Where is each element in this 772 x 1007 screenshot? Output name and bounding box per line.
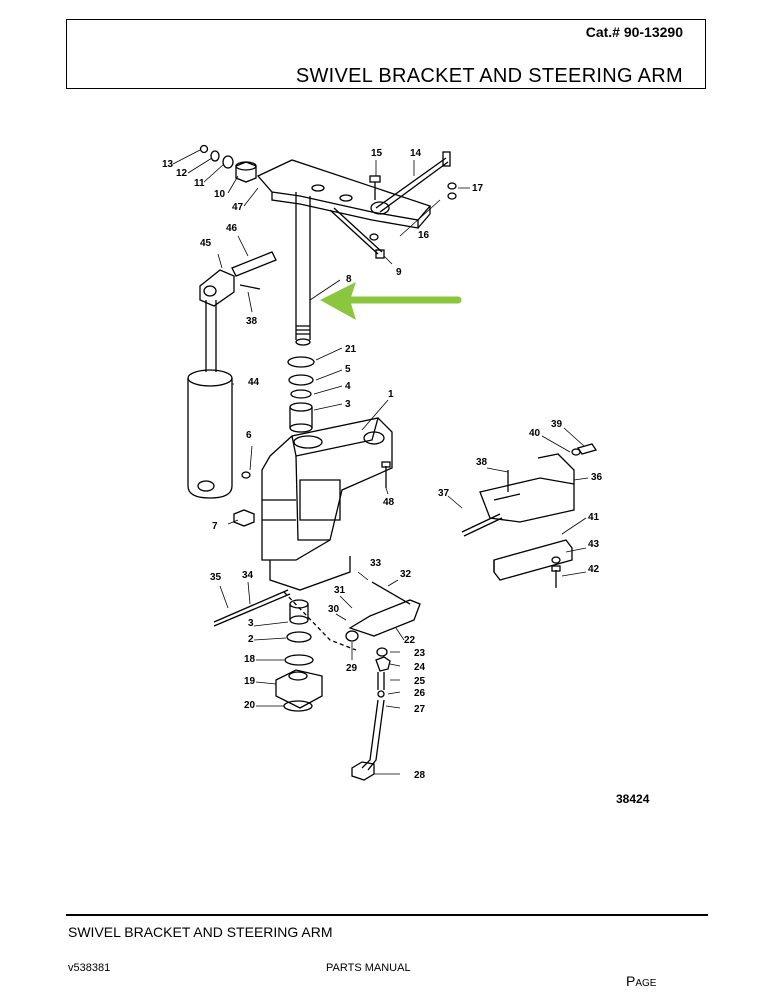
svg-text:18: 18 (244, 654, 256, 665)
svg-text:25: 25 (414, 676, 426, 687)
swivel-bracket (261, 417, 393, 561)
svg-text:29: 29 (346, 663, 358, 674)
svg-text:6: 6 (246, 430, 252, 441)
figure-number: 38424 (616, 792, 650, 806)
svg-text:22: 22 (404, 635, 416, 646)
svg-text:9: 9 (396, 267, 402, 278)
svg-text:16: 16 (418, 230, 430, 241)
footer-divider (66, 914, 708, 916)
svg-text:17: 17 (472, 183, 484, 194)
svg-text:7: 7 (212, 521, 218, 532)
svg-text:19: 19 (244, 676, 256, 687)
document-id: v538381 (68, 962, 111, 974)
svg-text:3: 3 (248, 618, 254, 629)
catalog-number: Cat.# 90-13290 (585, 24, 683, 40)
svg-text:11: 11 (194, 178, 205, 189)
svg-text:13: 13 (162, 159, 174, 170)
svg-text:38: 38 (246, 316, 258, 327)
header-box: Cat.# 90-13290 SWIVEL BRACKET AND STEERI… (66, 19, 706, 89)
svg-text:37: 37 (438, 488, 450, 499)
svg-text:8: 8 (346, 274, 352, 285)
manual-name: PARTS MANUAL (326, 962, 411, 974)
washer-12 (210, 150, 220, 162)
svg-text:39: 39 (551, 419, 563, 430)
svg-text:38: 38 (476, 457, 488, 468)
svg-text:35: 35 (210, 572, 222, 583)
svg-text:46: 46 (226, 223, 238, 234)
svg-text:40: 40 (529, 428, 541, 439)
svg-text:21: 21 (345, 344, 357, 355)
svg-text:48: 48 (383, 497, 395, 508)
svg-text:1: 1 (388, 389, 394, 400)
svg-text:43: 43 (588, 539, 600, 550)
svg-text:26: 26 (414, 688, 426, 699)
washer-11 (222, 155, 234, 169)
svg-text:45: 45 (200, 238, 212, 249)
svg-text:36: 36 (591, 472, 603, 483)
steering-arm-plate (256, 159, 432, 221)
svg-text:28: 28 (414, 770, 426, 781)
page-label: Page (626, 973, 657, 989)
bushing-10 (235, 161, 257, 183)
svg-text:47: 47 (232, 202, 244, 213)
svg-text:27: 27 (414, 704, 426, 715)
svg-text:42: 42 (588, 564, 600, 575)
svg-text:5: 5 (345, 364, 351, 375)
svg-text:24: 24 (414, 662, 426, 673)
svg-text:33: 33 (370, 558, 382, 569)
svg-text:31: 31 (334, 585, 346, 596)
svg-text:2: 2 (248, 634, 254, 645)
svg-text:44: 44 (248, 377, 260, 388)
page-title: SWIVEL BRACKET AND STEERING ARM (295, 65, 683, 87)
washer-13 (199, 144, 209, 154)
svg-text:4: 4 (345, 381, 351, 392)
green-arrow-icon (320, 282, 462, 320)
svg-text:34: 34 (242, 570, 254, 581)
svg-text:20: 20 (244, 700, 256, 711)
svg-text:12: 12 (176, 168, 188, 179)
footer-title: SWIVEL BRACKET AND STEERING ARM (68, 924, 333, 940)
svg-text:30: 30 (328, 604, 340, 615)
svg-text:41: 41 (588, 512, 600, 523)
svg-text:23: 23 (414, 648, 426, 659)
svg-text:32: 32 (400, 569, 412, 580)
svg-text:15: 15 (371, 148, 383, 159)
svg-text:14: 14 (410, 148, 422, 159)
svg-text:10: 10 (214, 189, 226, 200)
svg-text:3: 3 (345, 399, 351, 410)
